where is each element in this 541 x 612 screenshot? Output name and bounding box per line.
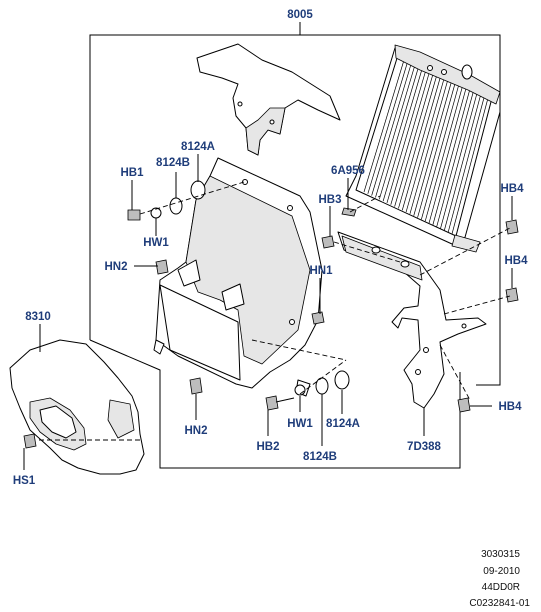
radiator-fin	[382, 68, 423, 202]
mounting-bracket-part	[337, 231, 487, 409]
footer-reference: 3030315 09-2010 44DD0R C0232841-01	[469, 549, 530, 609]
footer-line-3: 44DD0R	[482, 582, 520, 593]
radiator-fin	[447, 96, 485, 233]
radiator-fin	[394, 73, 434, 207]
radiator-fin	[386, 69, 427, 204]
fan-shroud-part	[153, 157, 323, 397]
radiator-fin	[444, 94, 482, 231]
radiator-fin	[371, 63, 412, 196]
callout-7d388: 7D388	[407, 441, 441, 453]
radiator-fin	[378, 66, 419, 200]
duct-cover-part	[196, 43, 341, 156]
assembly-bracket-frame	[89, 22, 501, 469]
callout-labels: 8005 8124A 8124B HB1 HW1 HN2 6A956 HB3 H…	[13, 9, 528, 487]
footer-line-2: 09-2010	[483, 566, 520, 577]
alignment-lines	[36, 181, 511, 441]
callout-6a956: 6A956	[331, 165, 365, 177]
radiator-fin	[363, 59, 405, 193]
callout-hn2-bottom: HN2	[184, 425, 207, 437]
callout-hb3: HB3	[318, 194, 341, 206]
callout-8005: 8005	[287, 9, 313, 21]
footer-line-1: 3030315	[481, 549, 520, 560]
callout-hw1-bottom: HW1	[287, 418, 313, 430]
radiator-fin	[367, 61, 408, 194]
fastener-set	[23, 180, 519, 449]
radiator-fin	[440, 92, 478, 229]
callout-hs1: HS1	[13, 475, 36, 487]
radiator-fin	[390, 71, 430, 205]
radiator-fin	[436, 91, 474, 227]
callout-hb4-mid: HB4	[504, 255, 528, 267]
radiator-fin	[409, 79, 449, 215]
callout-hb1: HB1	[120, 167, 144, 179]
callout-8124a-top: 8124A	[181, 141, 215, 153]
radiator-fin	[424, 86, 463, 222]
callout-hb4-top: HB4	[500, 183, 524, 195]
air-duct-part	[9, 339, 145, 475]
radiator-fin	[398, 74, 438, 209]
radiator-fin	[375, 64, 416, 198]
radiator-fin	[421, 84, 460, 220]
radiator-core-part	[345, 44, 501, 253]
radiator-fin	[451, 97, 489, 235]
callout-hb2: HB2	[256, 441, 279, 453]
radiator-fin	[405, 78, 445, 213]
footer-line-4: C0232841-01	[469, 598, 530, 609]
radiator-fin	[428, 87, 467, 224]
callout-8310: 8310	[25, 311, 51, 323]
radiator-fin	[432, 89, 471, 225]
callout-hb4-bottom: HB4	[498, 401, 522, 413]
callout-hn1: HN1	[309, 265, 333, 277]
callout-8124b-top: 8124B	[156, 157, 190, 169]
radiator-fins	[363, 59, 489, 235]
callout-8124a-bottom: 8124A	[326, 418, 360, 430]
leader-lines	[23, 154, 513, 470]
callout-8124b-bottom: 8124B	[303, 451, 337, 463]
callout-hn2-left: HN2	[104, 261, 127, 273]
callout-hw1-left: HW1	[143, 237, 169, 249]
radiator-fin	[417, 83, 456, 218]
radiator-fin	[401, 76, 441, 211]
radiator-fin	[413, 81, 452, 216]
